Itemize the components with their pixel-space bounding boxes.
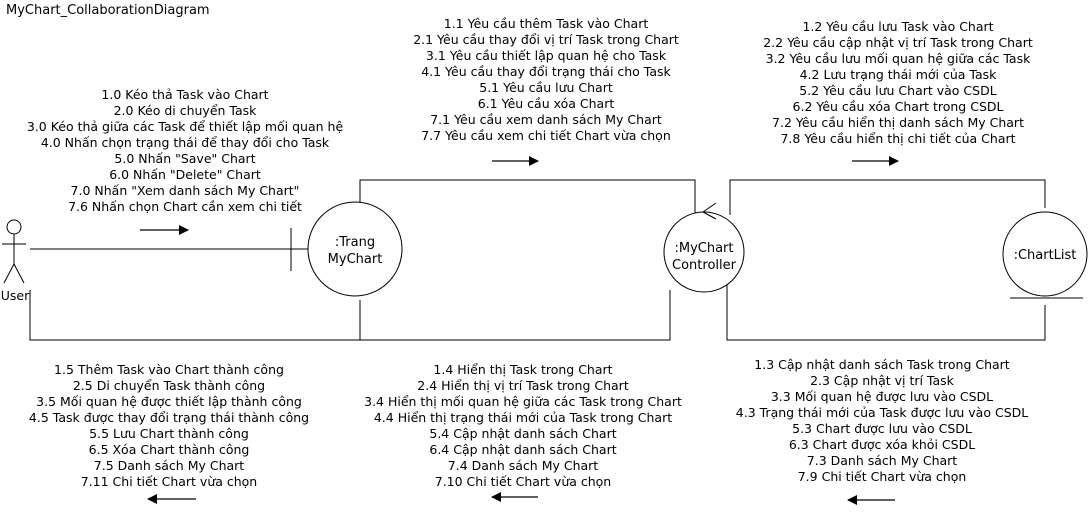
message-line: 7.6 Nhấn chọn Chart cần xem chi tiết xyxy=(68,199,302,214)
message-line: 4.5 Task được thay đổi trạng thái thành … xyxy=(28,410,310,425)
object-label-line: :Trang xyxy=(334,235,376,250)
entity-object-chartlist xyxy=(1002,211,1088,299)
message-line: 1.2 Yêu cầu lưu Task vào Chart xyxy=(802,19,994,34)
messages-page-to-controller: 1.1 Yêu cầu thêm Task vào Chart 2.1 Yêu … xyxy=(386,16,706,144)
boundary-object-trang-mychart xyxy=(290,201,403,297)
message-line: 7.2 Yêu cầu hiển thị danh sách My Chart xyxy=(772,115,1024,130)
message-line: 6.2 Yêu cầu xóa Chart trong CSDL xyxy=(792,99,1004,114)
message-line: 2.3 Cập nhật vị trí Task xyxy=(810,373,954,388)
message-line: 5.2 Yêu cầu lưu Chart vào CSDL xyxy=(799,83,997,98)
messages-user-to-page: 1.0 Kéo thả Task vào Chart 2.0 Kéo di ch… xyxy=(0,87,370,215)
message-line: 4.3 Trạng thái mới của Task được lưu vào… xyxy=(735,405,1029,420)
object-label-line: :MyChart xyxy=(674,241,734,256)
message-line: 6.0 Nhấn "Delete" Chart xyxy=(109,167,261,182)
message-line: 3.5 Mối quan hệ được thiết lập thành côn… xyxy=(36,394,302,409)
messages-page-to-user: 1.5 Thêm Task vào Chart thành công 2.5 D… xyxy=(4,362,334,490)
message-line: 7.5 Danh sách My Chart xyxy=(93,458,245,473)
message-line: 2.5 Di chuyển Task thành công xyxy=(72,378,266,393)
message-line: 7.9 Chi tiết Chart vừa chọn xyxy=(797,469,967,484)
message-line: 2.1 Yêu cầu thay đổi vị trí Task trong C… xyxy=(413,32,679,47)
message-line: 2.4 Hiển thị vị trí Task trong Chart xyxy=(417,378,629,393)
message-line: 5.4 Cập nhật danh sách Chart xyxy=(429,426,617,441)
message-line: 5.3 Chart được lưu vào CSDL xyxy=(792,421,972,436)
message-line: 6.5 Xóa Chart thành công xyxy=(88,442,250,457)
message-line: 5.5 Lưu Chart thành công xyxy=(89,426,249,441)
link-controller-list-bottom xyxy=(726,285,1046,341)
message-line: 3.3 Mối quan hệ được lưu vào CSDL xyxy=(770,389,994,404)
message-line: 7.10 Chi tiết Chart vừa chọn xyxy=(434,474,612,489)
message-line: 7.8 Yêu cầu hiển thị chi tiết của Chart xyxy=(780,131,1016,146)
control-object-mychart-controller xyxy=(663,202,745,293)
message-line: 2.2 Yêu cầu cập nhật vị trí Task trong C… xyxy=(763,35,1033,50)
object-label-trang-mychart: :Trang MyChart xyxy=(310,234,400,268)
link-page-controller-bottom xyxy=(359,290,671,341)
message-line: 1.1 Yêu cầu thêm Task vào Chart xyxy=(443,16,649,31)
message-line: 2.0 Kéo di chuyển Task xyxy=(113,103,257,118)
message-line: 7.7 Yêu cầu xem chi tiết Chart vừa chọn xyxy=(421,128,671,143)
link-user-page-return xyxy=(29,290,361,341)
object-label-chartlist: :ChartList xyxy=(1013,248,1077,263)
user-actor-icon xyxy=(2,219,26,284)
message-line: 1.4 Hiển thị Task trong Chart xyxy=(433,362,613,377)
message-line: 3.1 Yêu cầu thiết lập quan hệ cho Task xyxy=(425,48,667,63)
link-page-controller-top xyxy=(359,179,696,215)
message-line: 4.1 Yêu cầu thay đổi trạng thái cho Task xyxy=(421,64,671,79)
message-line: 4.4 Hiển thị trạng thái mới của Task tro… xyxy=(373,410,673,425)
message-line: 3.0 Kéo thả giữa các Task để thiết lập m… xyxy=(26,119,344,134)
message-line: 3.2 Yêu cầu lưu mối quan hệ giữa các Tas… xyxy=(765,51,1031,66)
message-line: 7.4 Danh sách My Chart xyxy=(447,458,599,473)
object-label-line: MyChart xyxy=(327,252,383,267)
message-line: 7.1 Yêu cầu xem danh sách My Chart xyxy=(430,112,662,127)
message-line: 6.1 Yêu cầu xóa Chart xyxy=(477,96,615,111)
object-label-line: Controller xyxy=(672,258,736,273)
message-line: 1.3 Cập nhật danh sách Task trong Chart xyxy=(754,357,1010,372)
message-line: 5.1 Yêu cầu lưu Chart xyxy=(479,80,613,95)
message-line: 3.4 Hiển thị mối quan hệ giữa các Task t… xyxy=(364,394,682,409)
message-line: 1.5 Thêm Task vào Chart thành công xyxy=(54,362,284,377)
message-line: 5.0 Nhấn "Save" Chart xyxy=(114,151,256,166)
message-line: 7.0 Nhấn "Xem danh sách My Chart" xyxy=(70,183,300,198)
message-line: 7.11 Chi tiết Chart vừa chọn xyxy=(80,474,258,489)
message-line: 4.2 Lưu trạng thái mới của Task xyxy=(799,67,997,82)
message-line: 7.3 Danh sách My Chart xyxy=(806,453,958,468)
messages-controller-to-page: 1.4 Hiển thị Task trong Chart 2.4 Hiển t… xyxy=(340,362,706,490)
message-line: 4.0 Nhấn chọn trạng thái để thay đổi cho… xyxy=(40,135,330,150)
message-line: 6.4 Cập nhật danh sách Chart xyxy=(429,442,617,457)
actor-label: User xyxy=(0,288,30,303)
message-line: 1.0 Kéo thả Task vào Chart xyxy=(101,87,269,102)
object-label-mychart-controller: :MyChart Controller xyxy=(659,240,749,274)
message-line: 6.3 Chart được xóa khỏi CSDL xyxy=(788,437,976,452)
link-controller-list-top xyxy=(729,179,1046,215)
diagram-title: MyChart_CollaborationDiagram xyxy=(6,3,210,18)
messages-controller-to-list: 1.2 Yêu cầu lưu Task vào Chart 2.2 Yêu c… xyxy=(733,19,1063,147)
messages-list-to-controller: 1.3 Cập nhật danh sách Task trong Chart … xyxy=(712,357,1052,485)
